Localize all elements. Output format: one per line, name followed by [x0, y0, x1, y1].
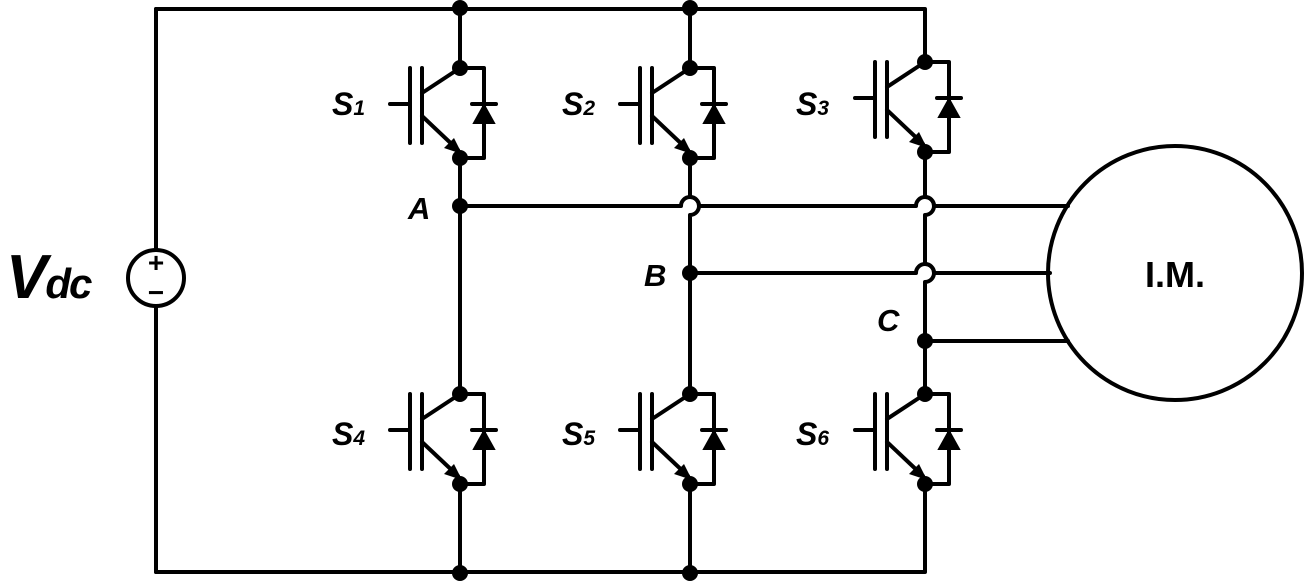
s5-label: S5: [562, 416, 595, 452]
dc-bus: [154, 7, 927, 574]
terminal-dot: [917, 476, 933, 492]
s2-label: S2: [562, 86, 595, 122]
terminal-dot: [682, 476, 698, 492]
plus-sign: +: [148, 247, 164, 278]
junction-dot-c: [917, 333, 933, 349]
terminal-dot: [682, 60, 698, 76]
terminal-dot: [452, 60, 468, 76]
node-labels: A B C: [407, 191, 900, 338]
node-b-label: B: [644, 258, 666, 293]
diode-icon: [937, 428, 961, 450]
phase-lines: [458, 195, 1070, 343]
junction-dot-a: [452, 198, 468, 214]
motor-circle: [1046, 144, 1304, 402]
terminal-dot: [452, 150, 468, 166]
s4-igbt-symbol: [388, 386, 498, 492]
diode-icon: [937, 96, 961, 118]
s1-label: S1: [332, 86, 365, 122]
motor-label: I.M.: [1145, 254, 1205, 295]
node-c-label: C: [877, 303, 900, 338]
gate-icon: [853, 60, 877, 139]
junction-dots: [452, 0, 933, 581]
source-circle: [126, 248, 186, 308]
junction-dot: [682, 565, 698, 581]
emitter-arrow-icon: [909, 464, 927, 480]
s5-igbt-symbol: [618, 386, 728, 492]
emitter-arrow-icon: [674, 464, 692, 480]
terminal-dot: [917, 386, 933, 402]
diode-icon: [472, 102, 496, 124]
terminal-dot: [682, 386, 698, 402]
gate-icon: [388, 66, 412, 145]
gate-icon: [853, 392, 877, 471]
s6-igbt-symbol: [853, 386, 963, 492]
switches: [388, 54, 963, 492]
terminal-dot: [452, 386, 468, 402]
diode-icon: [702, 428, 726, 450]
s2-igbt-symbol: [618, 60, 728, 166]
s1-igbt-symbol: [388, 60, 498, 166]
induction-motor: I.M.: [1046, 144, 1304, 402]
emitter-arrow-icon: [674, 138, 692, 154]
s3-label: S3: [796, 86, 829, 122]
s3-igbt-symbol: [853, 54, 963, 160]
terminal-dot: [452, 476, 468, 492]
phase-b-line: [688, 262, 1052, 275]
junction-dot: [452, 0, 468, 16]
gate-icon: [388, 392, 412, 471]
terminal-dot: [917, 54, 933, 70]
emitter-arrow-icon: [909, 132, 927, 148]
positive-rail: [154, 7, 927, 64]
switch-labels: S1 S2 S3 S4 S5 S6: [332, 86, 829, 452]
emitter-arrow-icon: [444, 138, 462, 154]
s4-label: S4: [332, 416, 365, 452]
s6-label: S6: [796, 416, 829, 452]
terminal-dot: [682, 150, 698, 166]
terminal-dot: [917, 144, 933, 160]
dc-voltage-source: + − Vdc: [6, 243, 186, 312]
junction-dot-b: [682, 265, 698, 281]
junction-dot: [682, 0, 698, 16]
gate-icon: [618, 66, 642, 145]
negative-rail: [154, 482, 927, 574]
node-a-label: A: [407, 191, 430, 226]
diode-icon: [472, 428, 496, 450]
gate-icon: [618, 392, 642, 471]
phase-a-line: [458, 195, 1070, 208]
diode-icon: [702, 102, 726, 124]
minus-sign: −: [148, 277, 164, 308]
emitter-arrow-icon: [444, 464, 462, 480]
junction-dot: [452, 565, 468, 581]
vdc-label: Vdc: [6, 243, 92, 312]
